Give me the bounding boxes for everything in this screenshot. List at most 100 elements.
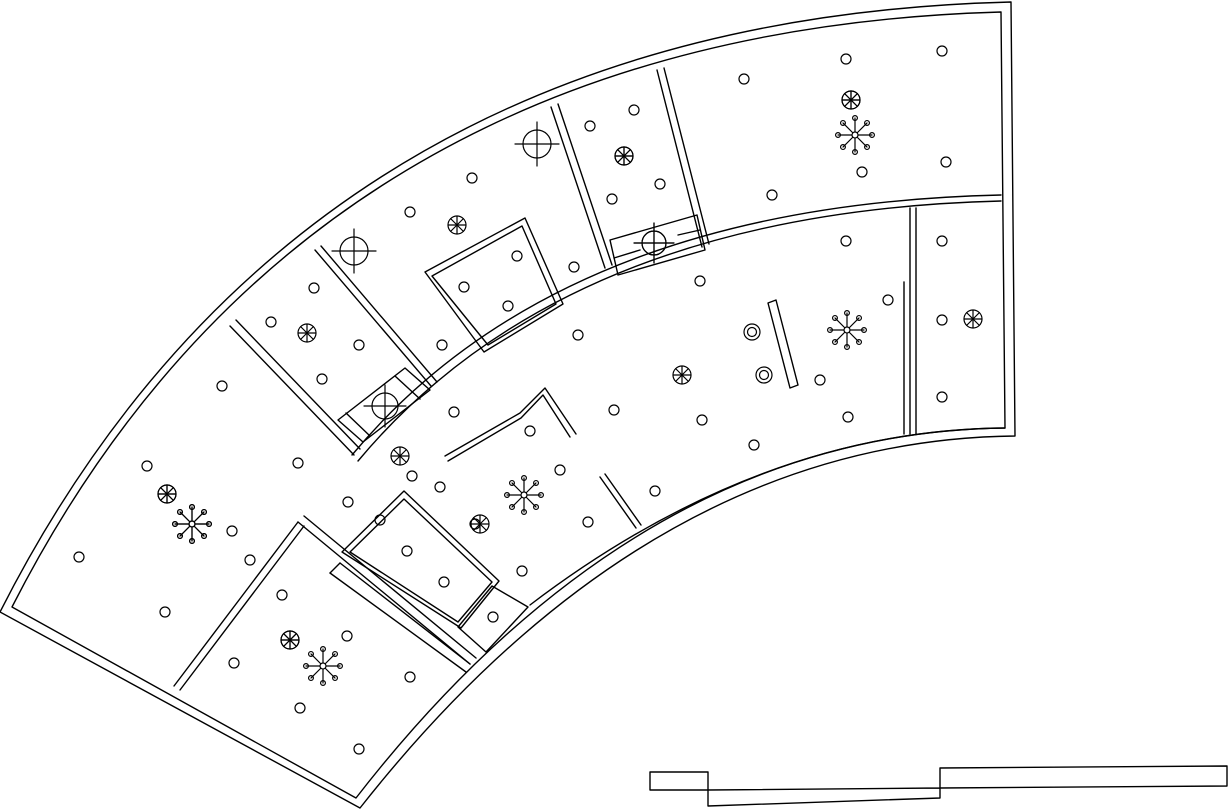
- small-room-lower: [457, 585, 529, 653]
- partition-lower-c: [297, 521, 471, 665]
- partition-2b: [320, 245, 438, 383]
- downlight-icon: [265, 316, 277, 328]
- outer-wall-inner-edge: [11, 11, 1006, 799]
- counter-curve: [444, 387, 577, 457]
- chandelier-icon: [303, 645, 344, 686]
- partition-4: [656, 69, 703, 248]
- corridor-partition: [599, 476, 637, 529]
- spoke-light-icon: [841, 90, 861, 110]
- crosshair-light-icon: [514, 121, 560, 167]
- inner-room-upper: [424, 217, 564, 353]
- downlight-icon: [649, 485, 661, 497]
- downlight-icon: [292, 457, 304, 469]
- partition-lower-d: [303, 515, 477, 659]
- spoke-light-icon: [157, 484, 177, 504]
- chandelier-icon: [504, 475, 544, 516]
- downlight-icon: [316, 373, 328, 385]
- lower-bench-c: [329, 562, 341, 574]
- downlight-icon: [524, 425, 536, 437]
- downlight-icon: [654, 178, 666, 190]
- downlight-icon: [856, 166, 868, 178]
- downlight-icon: [516, 565, 528, 577]
- downlight-icon: [628, 104, 640, 116]
- downlight-icon: [882, 294, 894, 306]
- downlight-icon: [406, 470, 418, 482]
- downlight-icon: [487, 611, 499, 623]
- spoke-light-icon: [280, 630, 300, 650]
- downlight-icon: [448, 406, 460, 418]
- downlight-icon: [458, 281, 470, 293]
- downlight-icon: [940, 156, 952, 168]
- downlight-icon: [554, 464, 566, 476]
- spoke-light-icon: [447, 215, 467, 235]
- downlight-icon: [936, 314, 948, 326]
- downlight-icon: [353, 339, 365, 351]
- downlight-icon: [466, 172, 478, 184]
- downlight-icon: [341, 630, 353, 642]
- downlight-icon: [244, 554, 256, 566]
- downlight-icon: [936, 391, 948, 403]
- downlight-icon: [353, 743, 365, 755]
- inner-room-lower-inner: [349, 498, 493, 623]
- stair-box-2: [609, 214, 706, 276]
- partition-1b: [235, 319, 361, 450]
- downlight-icon: [840, 53, 852, 65]
- lower-bench-a: [329, 572, 467, 673]
- downlight-icon: [159, 606, 171, 618]
- partition-lower-b: [179, 525, 305, 691]
- partition-lower-a: [173, 521, 299, 687]
- downlight-icon: [936, 45, 948, 57]
- downlight-icon: [814, 374, 826, 386]
- crosshair-light-icon: [633, 222, 675, 264]
- downlight-icon: [141, 460, 153, 472]
- downlight-icon: [572, 329, 584, 341]
- corridor-partition-b: [604, 473, 642, 526]
- downlight-icon: [696, 414, 708, 426]
- spoke-light-icon: [390, 446, 410, 466]
- freestanding-panel: [767, 299, 799, 389]
- downlight-icon: [748, 439, 760, 451]
- chandelier-icon: [834, 114, 875, 156]
- partition-3: [550, 106, 606, 269]
- partition-3b: [557, 103, 613, 266]
- partition-1: [229, 325, 355, 456]
- downlight-icon: [842, 411, 854, 423]
- downlight-icon: [936, 235, 948, 247]
- downlight-icon: [342, 496, 354, 508]
- spoke-light-icon: [614, 146, 634, 166]
- partition-4b: [663, 67, 710, 245]
- chandelier-icon: [172, 504, 213, 544]
- downlight-icon: [438, 576, 450, 588]
- ring-light-icon: [755, 366, 773, 384]
- downlight-icon: [582, 516, 594, 528]
- partition-2: [314, 249, 432, 387]
- stair-box-1: [337, 367, 431, 443]
- spoke-light-icon: [470, 514, 490, 534]
- chandelier-icon: [826, 310, 867, 351]
- spoke-light-icon: [672, 365, 692, 385]
- downlight-icon: [568, 261, 580, 273]
- downlight-icon: [374, 514, 386, 526]
- downlight-icon: [738, 73, 750, 85]
- downlight-icon: [606, 193, 618, 205]
- downlight-icon: [294, 702, 306, 714]
- ring-light-icon: [743, 323, 761, 341]
- counter-curve-b: [447, 394, 571, 462]
- downlight-icon: [608, 404, 620, 416]
- downlight-icon: [404, 206, 416, 218]
- outer-ring-wall-b: [357, 200, 1002, 462]
- downlight-icon: [840, 235, 852, 247]
- fixtures: [73, 45, 983, 755]
- downlight-icon: [584, 120, 596, 132]
- outer-wall-outer-edge: [0, 1, 1016, 809]
- inner-room-edge-a: [529, 427, 1006, 606]
- downlight-icon: [404, 671, 416, 683]
- downlight-icon: [228, 657, 240, 669]
- downlight-icon: [511, 250, 523, 262]
- downlight-icon: [216, 380, 228, 392]
- spoke-light-icon: [963, 309, 983, 329]
- downlight-icon: [308, 282, 320, 294]
- downlight-icon: [226, 525, 238, 537]
